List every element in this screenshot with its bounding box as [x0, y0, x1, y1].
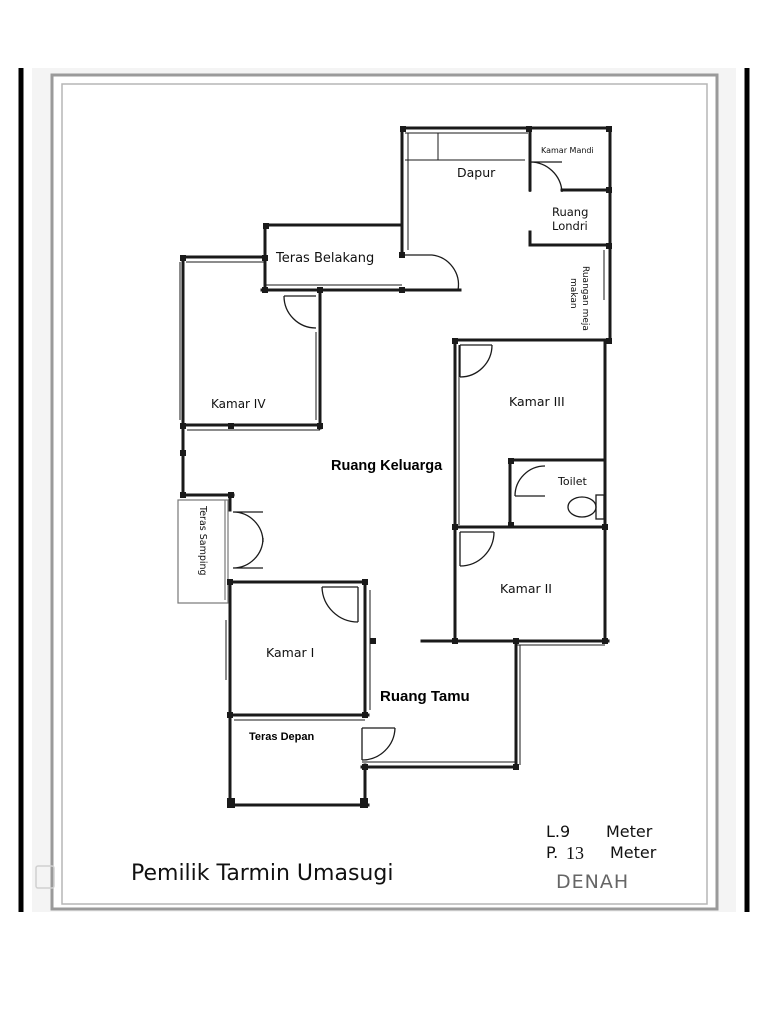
label-kamar-iv: Kamar IV — [211, 397, 266, 411]
owner-label: Pemilik Tarmin Umasugi — [131, 861, 393, 886]
length-unit: Meter — [610, 843, 657, 862]
label-teras-belakang: Teras Belakang — [275, 251, 374, 266]
length-value: 13 — [566, 843, 584, 863]
label-teras-depan: Teras Depan — [249, 731, 314, 743]
plan-title: DENAH — [556, 871, 629, 893]
label-toilet: Toilet — [557, 475, 587, 488]
label-ruang-tamu: Ruang Tamu — [380, 688, 470, 705]
width-unit: Meter — [606, 822, 653, 841]
label-dapur: Dapur — [457, 165, 496, 180]
windows — [179, 132, 605, 765]
label-kamar-mandi: Kamar Mandi — [541, 146, 594, 155]
label-kamar-ii: Kamar II — [500, 581, 552, 596]
label-ruang-londri-line1: Ruang — [552, 205, 588, 219]
camera-watermark-icon — [35, 865, 55, 889]
walls — [181, 126, 612, 807]
teras-samping-box — [177, 499, 229, 604]
label-ruangan-meja-makan-line2: makan — [568, 278, 578, 309]
label-ruang-londri-line2: Londri — [552, 219, 588, 233]
length-prefix: P. — [546, 843, 558, 862]
width-prefix: L.9 — [546, 822, 570, 841]
dimensions-block: L.9 Meter P. 13 Meter — [546, 822, 657, 863]
label-kamar-i: Kamar I — [266, 645, 314, 660]
label-ruangan-meja-makan-line1: Ruangan meja — [580, 266, 590, 331]
label-ruang-keluarga: Ruang Keluarga — [331, 458, 443, 474]
doors — [232, 161, 563, 761]
wall-posts — [180, 126, 612, 808]
label-kamar-iii: Kamar III — [509, 394, 565, 409]
toilet-fixture-icon — [567, 494, 605, 520]
label-teras-samping: Teras Samping — [197, 505, 208, 576]
